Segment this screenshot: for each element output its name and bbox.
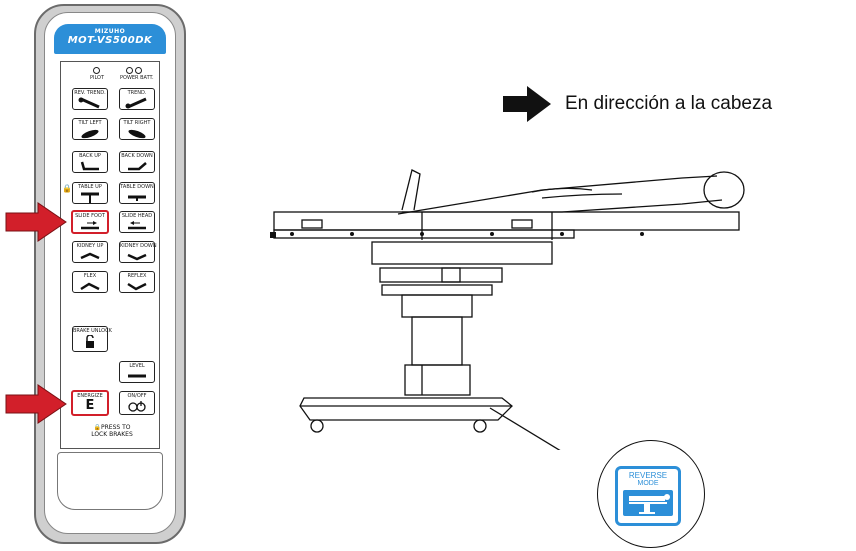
rev-trend-button[interactable]: REV. TREND.	[72, 88, 108, 110]
trend-icon	[125, 97, 147, 109]
power-batt-label: POWER BATT.	[120, 75, 154, 81]
kidney-up-button[interactable]: KIDNEY UP	[72, 241, 108, 263]
rev-trend-icon	[78, 97, 100, 109]
direction-caption: En dirección a la cabeza	[565, 93, 773, 114]
reverse-label: REVERSE	[628, 471, 668, 480]
reverse-mode-table-icon	[623, 490, 673, 516]
slide-head-icon	[128, 221, 146, 230]
kidney-down-button[interactable]: KIDNEY DOWN	[119, 241, 157, 263]
brand-panel: MIZUHO MOT-VS500DK	[54, 24, 166, 54]
power-lamp	[126, 67, 133, 74]
back-down-label: BACK DOWN	[121, 153, 153, 159]
operating-table-illustration	[270, 169, 745, 450]
pilot-label: PILOT	[89, 75, 105, 81]
lock-note-line1: PRESS TO	[100, 424, 131, 431]
trend-button[interactable]: TREND.	[119, 88, 155, 110]
tilt-right-icon	[128, 129, 146, 139]
power-icon	[128, 401, 146, 412]
table-down-button[interactable]: TABLE DOWN	[119, 182, 155, 204]
unlock-icon	[86, 335, 94, 348]
tilt-right-label: TILT RIGHT	[123, 120, 151, 126]
kidney-down-icon	[127, 253, 147, 261]
slide-foot-button[interactable]: SLIDE FOOT	[71, 210, 109, 234]
black-arrow-icon	[503, 86, 551, 122]
energize-button[interactable]: ENERGIZE E	[71, 390, 109, 416]
red-arrow-icon	[5, 202, 67, 242]
pilot-lamp	[93, 67, 100, 74]
lock-brakes-icon: 🔒	[93, 424, 101, 431]
energize-label: ENERGIZE	[77, 393, 103, 399]
mode-label: MODE	[637, 480, 659, 487]
brake-unlock-label: BRAKE UNLOCK	[73, 328, 112, 334]
pendant-bottom-window	[57, 452, 163, 510]
on-off-button[interactable]: ON/OFF	[119, 391, 155, 415]
back-down-icon	[128, 162, 147, 171]
back-down-button[interactable]: BACK DOWN	[119, 151, 155, 173]
reflex-icon	[127, 282, 147, 291]
back-up-button[interactable]: BACK UP	[72, 151, 108, 173]
red-arrow-icon	[5, 384, 67, 424]
tilt-left-icon	[81, 129, 99, 139]
level-label: LEVEL	[129, 363, 145, 369]
lock-brakes-note: 🔒PRESS TO LOCK BRAKES	[70, 424, 154, 438]
flex-label: FLEX	[83, 273, 97, 279]
model-name: MOT-VS500DK	[67, 35, 153, 46]
kidney-up-icon	[80, 252, 100, 260]
tilt-left-label: TILT LEFT	[78, 120, 102, 126]
reflex-label: REFLEX	[127, 273, 147, 279]
on-off-label: ON/OFF	[127, 393, 147, 399]
reflex-button[interactable]: REFLEX	[119, 271, 155, 293]
kidney-down-label: KIDNEY DOWN	[120, 243, 157, 249]
level-button[interactable]: LEVEL	[119, 361, 155, 383]
reverse-mode-button[interactable]: REVERSE MODE	[615, 466, 681, 526]
slide-foot-icon	[81, 221, 99, 230]
brand-name: MIZUHO	[94, 28, 126, 35]
flex-icon	[80, 282, 100, 291]
back-up-label: BACK UP	[79, 153, 101, 159]
table-down-label: TABLE DOWN	[120, 184, 154, 190]
trend-label: TREND.	[127, 90, 147, 96]
table-up-button[interactable]: TABLE UP	[72, 182, 108, 204]
level-icon	[128, 374, 146, 378]
table-down-icon	[128, 195, 146, 201]
slide-foot-label: SLIDE FOOT	[75, 213, 105, 219]
energize-letter: E	[85, 398, 95, 413]
brake-unlock-button[interactable]: BRAKE UNLOCK	[72, 326, 112, 352]
flex-button[interactable]: FLEX	[72, 271, 108, 293]
tilt-right-button[interactable]: TILT RIGHT	[119, 118, 155, 140]
kidney-up-label: KIDNEY UP	[76, 243, 104, 249]
table-up-label: TABLE UP	[78, 184, 102, 190]
batt-lamp	[135, 67, 142, 74]
back-up-icon	[80, 161, 99, 171]
tilt-left-button[interactable]: TILT LEFT	[72, 118, 108, 140]
rev-trend-label: REV. TREND.	[74, 90, 106, 96]
slide-head-label: SLIDE HEAD	[121, 213, 153, 219]
lock-note-line2: LOCK BRAKES	[91, 431, 133, 438]
lock-icon: 🔒	[62, 184, 72, 193]
table-up-icon	[81, 192, 99, 203]
slide-head-button[interactable]: SLIDE HEAD	[119, 211, 155, 233]
